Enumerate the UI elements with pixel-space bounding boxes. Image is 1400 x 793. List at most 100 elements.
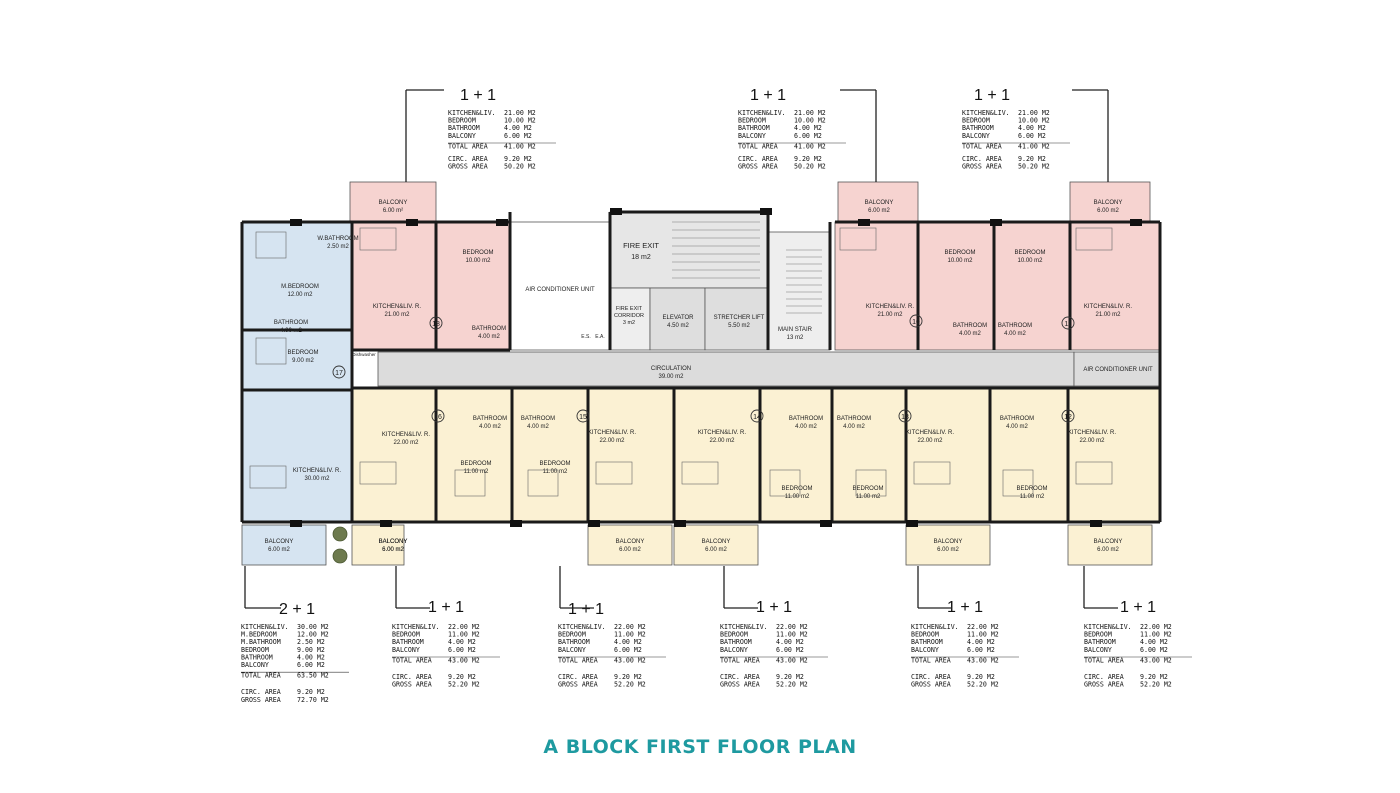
room-name: M.BEDROOM: [281, 284, 319, 290]
circ-area-value: 9.20 M2: [614, 673, 642, 681]
room-area: 6.00 m2: [268, 547, 290, 553]
sofa-icon: [359, 461, 397, 485]
wall-pier: [820, 520, 832, 527]
bottom-units-zone: [351, 387, 1161, 523]
spec-row-value: 4.00 M2: [448, 638, 476, 646]
room-name: BEDROOM: [287, 350, 318, 356]
spec-row-value: 10.00 M2: [1018, 117, 1050, 125]
room-area: 6.00 m²: [383, 208, 403, 214]
spec-row-label: KITCHEN&LIV.: [962, 109, 1010, 117]
sofa-icon: [359, 227, 397, 251]
fire-corridor-area: 3 m2: [623, 320, 635, 326]
room-name: KITCHEN&LIV. R.: [1068, 430, 1116, 436]
ea-label: E.A.: [595, 334, 604, 340]
bed-icon: [527, 469, 559, 497]
fire-exit-area: 18 m2: [631, 254, 651, 261]
wall-pier: [858, 219, 870, 226]
spec-row-label: BEDROOM: [720, 631, 748, 639]
room-name: BEDROOM: [1014, 250, 1045, 256]
room-name: BALCONY: [934, 539, 963, 545]
sofa-icon: [839, 227, 877, 251]
unit-10-zone: [834, 221, 1072, 351]
tree-icon: [332, 548, 348, 564]
unit-number: 18: [432, 321, 440, 328]
spec-row-value: 10.00 M2: [504, 117, 536, 125]
balcony-13: [905, 524, 991, 566]
spec-row-label: KITCHEN&LIV.: [392, 623, 440, 631]
total-area-label: TOTAL AREA: [448, 142, 488, 150]
spec-row-label: KITCHEN&LIV.: [911, 623, 959, 631]
fire-corridor-zone: [609, 287, 651, 351]
room-area: 4.00 m2: [527, 424, 549, 430]
room-name: BATHROOM: [953, 323, 987, 329]
room-name: BALCONY: [265, 539, 294, 545]
air-unit-2-label: AIR CONDITIONER UNIT: [1083, 367, 1153, 373]
room-name: KITCHEN&LIV. R.: [906, 430, 954, 436]
spec-row-label: M.BEDROOM: [241, 631, 277, 639]
room-area: 4.00 m2: [280, 328, 302, 334]
spec-row-value: 6.00 M2: [504, 132, 532, 140]
spec-row-value: 12.00 M2: [297, 631, 329, 639]
room-name: BALCONY: [865, 200, 894, 206]
gross-area-value: 50.20 M2: [1018, 163, 1050, 171]
spec-row-label: KITCHEN&LIV.: [1084, 623, 1132, 631]
room-area: 22.00 m2: [599, 438, 625, 444]
unit-number-circle: [576, 409, 590, 423]
sofa-icon: [681, 461, 719, 485]
room-area: 4.00 m2: [843, 424, 865, 430]
gross-area-value: 52.20 M2: [448, 681, 480, 689]
gross-area-value: 72.70 M2: [297, 696, 329, 704]
total-area-value: 43.00 M2: [1140, 656, 1172, 664]
room-name: BATHROOM: [472, 326, 506, 332]
gross-area-label: GROSS AREA: [720, 681, 760, 689]
room-area: 6.00 m2: [868, 208, 890, 214]
room-name: BALCONY: [616, 539, 645, 545]
room-name: KITCHEN&LIV. R.: [382, 432, 430, 438]
total-area-value: 63.50 M2: [297, 672, 329, 680]
room-area: 2.50 m2: [327, 244, 349, 250]
room-area: 6.00 m2: [382, 547, 404, 553]
room-area: 4.00 m2: [479, 424, 501, 430]
circ-area-value: 9.20 M2: [1018, 155, 1046, 163]
wall-pier: [906, 520, 918, 527]
total-area-label: TOTAL AREA: [241, 672, 281, 680]
spec-row-label: BATHROOM: [392, 638, 424, 646]
gross-area-label: GROSS AREA: [241, 696, 281, 704]
spec-row-value: 6.00 M2: [967, 646, 995, 654]
spec-row-label: BEDROOM: [1084, 631, 1112, 639]
room-name: BALCONY: [379, 539, 408, 545]
room-name: BEDROOM: [460, 461, 491, 467]
circ-area-value: 9.20 M2: [504, 155, 532, 163]
total-area-value: 41.00 M2: [1018, 142, 1050, 150]
elevator-zone: [649, 287, 706, 351]
gross-area-label: GROSS AREA: [448, 163, 488, 171]
spec-row-label: BATHROOM: [558, 638, 590, 646]
total-area-label: TOTAL AREA: [1084, 656, 1124, 664]
fire-exit-label: FIRE EXIT: [623, 241, 659, 250]
balcony-12: [1067, 524, 1153, 566]
room-area: 11.00 m2: [1020, 494, 1045, 500]
unit-number: 15: [579, 414, 587, 421]
unit-number: 12: [1064, 414, 1072, 421]
spec-row-label: BEDROOM: [558, 631, 586, 639]
room-name: BALCONY: [379, 200, 408, 206]
spec-row-value: 22.00 M2: [614, 623, 646, 631]
spec-row-label: BALCONY: [720, 646, 748, 654]
elevator-label: ELEVATOR: [662, 315, 694, 321]
circ-area-value: 9.20 M2: [297, 688, 325, 696]
room-area: 6.00 m2: [1097, 547, 1119, 553]
balcony-16: [351, 524, 405, 566]
spec-row-label: BATHROOM: [720, 638, 752, 646]
room-area: 10.00 m2: [947, 258, 973, 264]
circ-area-value: 9.20 M2: [967, 673, 995, 681]
spec-row-value: 22.00 M2: [776, 623, 808, 631]
dishwasher-label: Dishwasher: [352, 352, 376, 357]
spec-row-value: 11.00 M2: [614, 631, 646, 639]
spec-row-value: 11.00 M2: [967, 631, 999, 639]
room-area: 10.00 m2: [1017, 258, 1043, 264]
room-name: BATHROOM: [998, 323, 1032, 329]
